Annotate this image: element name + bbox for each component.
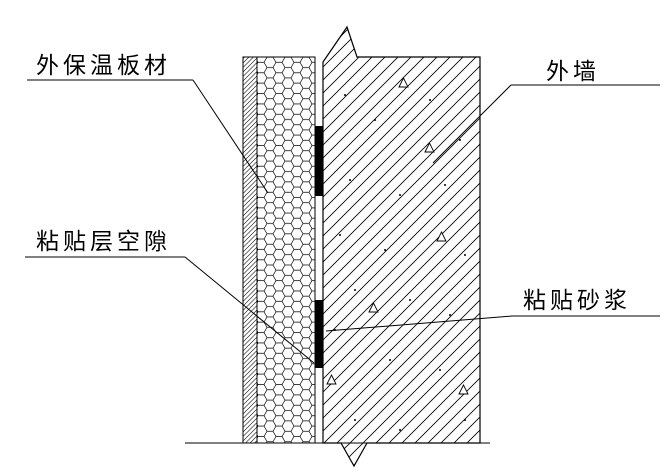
label-adhesive-gap: 粘贴层空隙 — [36, 229, 171, 255]
leader-insulation-board — [192, 79, 269, 194]
exterior-wall-section — [322, 25, 481, 468]
aggregate-triangle — [436, 230, 447, 242]
adhesive-mortar-bar-lower — [314, 300, 323, 368]
aggregate-triangle — [398, 76, 409, 88]
aggregate-triangles — [326, 76, 469, 395]
aggregate-triangle — [424, 141, 435, 153]
leader-adhesive-mortar — [325, 315, 513, 332]
aggregate-triangle — [368, 301, 379, 313]
aggregate-triangle — [326, 373, 337, 385]
label-adhesive-mortar: 粘贴砂浆 — [523, 288, 631, 314]
label-exterior-wall: 外墙 — [546, 59, 600, 85]
label-insulation-board: 外保温板材 — [36, 53, 171, 79]
finish-strip-layer — [242, 56, 258, 444]
aggregate-triangle — [458, 383, 469, 395]
leader-adhesive-gap — [184, 256, 315, 364]
insulation-board-layer — [256, 56, 316, 444]
leader-exterior-wall — [432, 84, 512, 164]
adhesive-mortar-bar-upper — [314, 126, 323, 196]
